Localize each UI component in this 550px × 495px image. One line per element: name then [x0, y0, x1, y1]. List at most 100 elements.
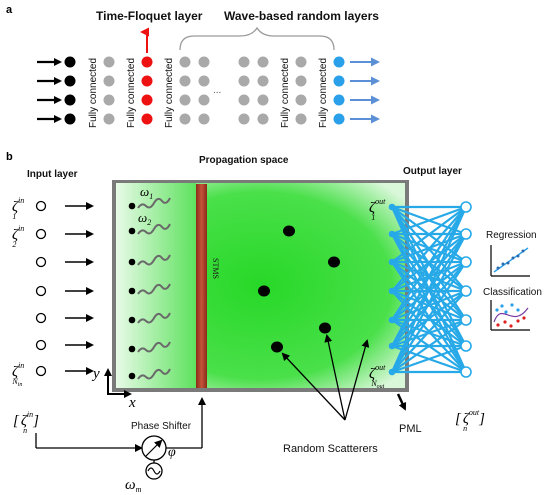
hidden-neuron-column [257, 56, 269, 125]
fully-connected-label: Fully connected [88, 58, 99, 128]
input-layer [35, 200, 94, 377]
output-node [460, 228, 472, 240]
neuron [103, 94, 115, 106]
output-node [460, 256, 472, 268]
omega-1-label: ω1 [140, 184, 153, 201]
classification-label: Classification [483, 287, 542, 298]
output-source-node [388, 230, 396, 238]
neuron [179, 56, 191, 68]
fully-connected-label: Fully connected [126, 58, 137, 128]
phase-shifter-label: Phase Shifter [131, 421, 192, 432]
regression-label: Regression [486, 230, 537, 241]
neuron [257, 75, 269, 87]
scatterer-pointer [281, 352, 346, 421]
neuron [238, 75, 250, 87]
output-connection [391, 261, 467, 373]
neuron [64, 113, 76, 125]
neuron [198, 113, 210, 125]
scatterer [328, 256, 340, 268]
oscillator-wave [147, 467, 161, 475]
source-dot [128, 202, 136, 210]
input-layer-title: Input layer [27, 169, 78, 180]
neuron [198, 75, 210, 87]
output-connection [391, 205, 467, 236]
neuron [295, 113, 307, 125]
omega-m-label: ωm [125, 477, 142, 494]
output-connection [390, 206, 468, 373]
output-connection [391, 206, 467, 292]
input-node [35, 339, 47, 351]
neuron [141, 56, 153, 68]
neuron [333, 56, 345, 68]
wave-emission [137, 341, 171, 353]
scatterer [258, 285, 270, 297]
wave-random-title: Wave-based random layers [224, 9, 379, 23]
output-node [460, 285, 472, 297]
output-source-node [388, 368, 396, 376]
x-axis-label: x [128, 395, 136, 411]
scatterer [283, 225, 295, 237]
panel-b-label: b [6, 151, 13, 163]
neuron [141, 75, 153, 87]
source-dot [128, 258, 136, 266]
output-connection [391, 344, 467, 374]
neuron [103, 56, 115, 68]
time-floquet-title: Time-Floquet layer [96, 9, 203, 23]
input-node [35, 256, 47, 268]
output-node [460, 201, 472, 213]
neuron [257, 113, 269, 125]
neuron [141, 94, 153, 106]
output-connection [391, 206, 467, 321]
hidden-neuron-column [103, 56, 115, 125]
y-axis-label: y [91, 366, 100, 382]
source-dot [128, 316, 136, 324]
neuron [333, 75, 345, 87]
output-node [460, 366, 472, 378]
output-source-node [388, 287, 396, 295]
panel-a-label: a [6, 4, 13, 16]
output-source-node [388, 316, 396, 324]
source-dot [128, 227, 136, 235]
neuron [179, 75, 191, 87]
fully-connected-label: Fully connected [164, 58, 175, 128]
phase-shifter-arrow [145, 439, 163, 457]
wave-emission [137, 197, 171, 209]
input-node [35, 285, 47, 297]
input-node [35, 312, 47, 324]
neuron [257, 56, 269, 68]
neuron [198, 56, 210, 68]
wave-emission [137, 283, 171, 295]
fully-connected-label: Fully connected [318, 58, 329, 128]
phi-label: φ [168, 445, 176, 460]
input-neuron-column [64, 56, 76, 125]
panel-b: b Input layer Propagation space Output l… [6, 151, 542, 494]
output-source-node [388, 342, 396, 350]
hidden-neuron-column [179, 56, 191, 125]
regression-plot [490, 245, 530, 277]
hidden-neuron-column [295, 56, 307, 125]
sources [128, 197, 171, 380]
scatterer-pointer [344, 339, 370, 421]
random-scatterers [258, 225, 340, 353]
source-dot [128, 372, 136, 380]
propagation-space-box [112, 180, 409, 392]
output-connection [391, 290, 467, 373]
neuron [179, 94, 191, 106]
neuron [103, 113, 115, 125]
neuron [257, 94, 269, 106]
input-node [35, 200, 47, 212]
hidden-neuron-column [198, 56, 210, 125]
propagation-space-title: Propagation space [199, 155, 289, 166]
stmms-label: STMS [211, 258, 220, 279]
source-dot [128, 287, 136, 295]
input-node [35, 365, 47, 377]
output-connection [391, 233, 467, 373]
neuron [64, 56, 76, 68]
output-neuron-column [333, 56, 345, 125]
scatterer [319, 322, 331, 334]
